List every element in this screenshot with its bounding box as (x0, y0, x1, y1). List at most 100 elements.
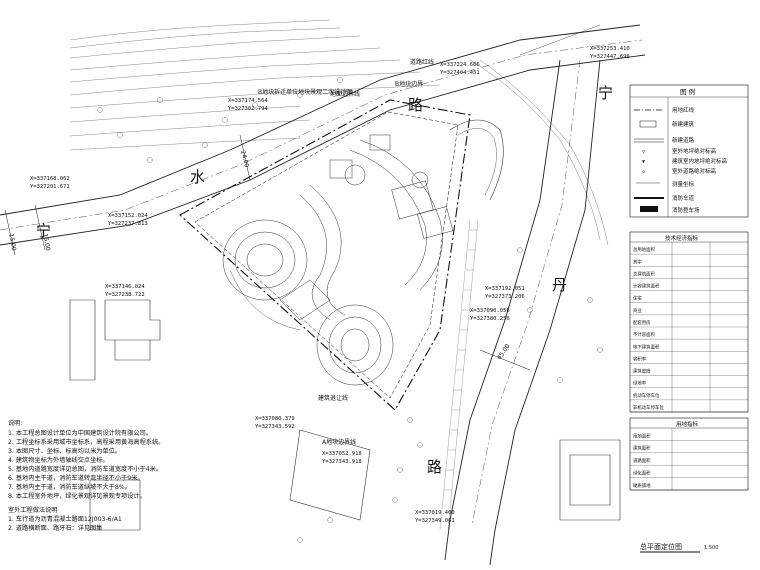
slope-strip (439, 219, 479, 531)
coord-x: X=337152.024 (108, 213, 148, 219)
table-row-label: 绿地率 (633, 380, 647, 387)
table-row-label: 总用地面积 (633, 246, 656, 253)
note-line: 1. 车行道为沥青混凝土路面12J003-6/A1 (8, 515, 122, 523)
legend-item: 新建道路 (672, 136, 695, 144)
table-row-label: 建筑密度 (633, 368, 651, 375)
dimension-value: 24.00 (239, 150, 250, 169)
notes-title: 说明: (8, 419, 22, 427)
table-row-label: 绿化面积 (633, 470, 651, 477)
coord-y: Y=327343.918 (322, 459, 362, 465)
notes-subtitle: 室外工程做法说明 (8, 506, 58, 514)
drawing-title: 总平面定位图 (640, 542, 682, 551)
coord-y: Y=327349.061 (415, 518, 455, 524)
note-line: 5. 基地内道路宽度详见总图，消防车道宽度不小于4米。 (8, 465, 162, 473)
notes-block: 说明: 1. 本工程总图设计单位为中国建筑设计院有限公司。 2. 工程坐标系采用… (8, 419, 164, 532)
label-plot-b-boundary: B地块边界 (395, 80, 423, 88)
land-table: 用地指标 (629, 417, 749, 491)
label-ground-boundary: 地面边界线 (330, 90, 360, 98)
coord-y: Y=327201.671 (30, 184, 70, 190)
road-name-top-middle: 路 (408, 96, 423, 114)
table-row-label: 建筑面积 (633, 445, 651, 452)
road-network (0, 24, 646, 566)
legend-item: 测量坐标 (672, 180, 695, 188)
table-row-label: 容积率 (633, 355, 647, 362)
legend-item: 室外地坪绝对标高 (672, 147, 717, 155)
note-line: 1. 本工程总图设计单位为中国建筑设计院有限公司。 (8, 429, 152, 437)
table-row-label: 住宅 (633, 295, 642, 302)
note-line: 3. 本图尺寸、坐标、标高均以米为单位。 (8, 447, 121, 455)
table-title: 技术经济指标 (665, 234, 699, 242)
neighbor-buildings (69, 299, 621, 531)
coord-x: X=337224.666 (440, 62, 480, 68)
note-line: 8. 本工程室外地坪，绿化景观详见景观专项设计。 (8, 492, 146, 500)
site-internal-layout (222, 119, 504, 386)
label-building-setback: 建筑退让线 (318, 394, 348, 402)
coord-x: X=337090.056 (470, 308, 510, 314)
coord-y: Y=327404.451 (440, 70, 480, 76)
table-row-label: 用地面积 (633, 432, 651, 439)
legend-item: 消防登车场 (672, 206, 700, 214)
coord-y: Y=327380.256 (470, 316, 510, 322)
table-row-label: 总建筑面积 (633, 270, 656, 277)
table-row-label: 道路面积 (633, 457, 651, 464)
table-row-label: 机动车停车位 (633, 392, 660, 399)
coord-x: X=337080.379 (255, 416, 295, 422)
legend-item: 建筑室内地坪绝对标高 (672, 157, 728, 165)
coord-y: Y=327238.722 (105, 292, 145, 298)
road-name-left-bottom: 宁 (36, 222, 51, 240)
note-line: 4. 建筑物坐标为外墙轴线交点坐标。 (8, 456, 109, 464)
note-line: 2. 道路横断面、路牙石：详见图集 (8, 524, 103, 532)
road-name-right-middle: 丹 (552, 276, 567, 294)
coord-x: X=337168.062 (30, 176, 70, 182)
coord-y: Y=327447.696 (590, 54, 630, 60)
coordinate-labels: X=337253.410 Y=327447.696 X=337168.062 Y… (30, 46, 630, 524)
table-row-label: 商业 (633, 307, 642, 314)
legend-title: 图 例 (680, 87, 695, 96)
legend-symbol: ▼ (642, 159, 645, 165)
coord-x: X=337052.918 (322, 451, 362, 457)
coord-x: X=337253.410 (590, 46, 630, 52)
legend-symbol: ◇ (642, 169, 645, 175)
drawing-title-block: 总平面定位图 1:500 (640, 542, 718, 553)
legend-item: 室外道路绝对标高 (672, 167, 717, 175)
legend-panel: 图 例 用地红线 新建建筑 新建道路 ▽ 室外地坪绝对标高 ▼ 建筑室内地坪绝对… (629, 84, 749, 218)
coord-y: Y=327237.813 (108, 221, 148, 227)
label-plot-a-boundary: A地块边界线 (322, 438, 356, 446)
coord-y: Y=327343.592 (255, 424, 295, 430)
table-row-label: 非机动车停车位 (633, 404, 664, 411)
coord-x: X=337019.400 (415, 510, 455, 516)
coord-x: X=337174.564 (228, 98, 268, 104)
table-row-label: 计容建筑面积 (633, 283, 660, 290)
drawing-scale: 1:500 (704, 545, 718, 551)
table-row-label: 其中 (633, 258, 642, 265)
dimension-lines (4, 134, 531, 371)
table-row-label: 配套用房 (633, 319, 651, 326)
note-line: 7. 基地内主干道，消防车道纵坡不大于8%。 (8, 483, 131, 491)
table-title: 用地指标 (676, 420, 699, 428)
coord-y: Y=327373.206 (485, 294, 525, 300)
road-name-left-top: 水 (190, 168, 205, 186)
legend-item: 用地红线 (672, 106, 695, 114)
table-row-label: 不计容面积 (633, 331, 656, 338)
terrain-hatching (69, 19, 609, 246)
site-boundary (179, 99, 471, 411)
legend-item: 消防车道 (672, 194, 695, 202)
note-line: 6. 基地内主干道，消防车道转弯半径不小于9米。 (8, 474, 144, 482)
tree-symbols (97, 77, 603, 543)
coord-y: Y=327302.794 (228, 106, 268, 112)
road-name-right-bottom: 路 (427, 458, 442, 476)
tech-table-rows: 总用地面积其中总建筑面积计容建筑面积住宅商业配套用房不计容面积地下建筑面积容积率… (630, 246, 748, 413)
note-line: 2. 工程坐标系采用城市坐标系，高程采用黄海高程系统。 (8, 438, 164, 446)
road-name-right-top: 宁 (598, 84, 613, 102)
legend-symbol: ▽ (642, 149, 645, 155)
label-road-red-line: 道路红线 (410, 58, 434, 66)
dimension-value: 15.00 (7, 233, 17, 251)
legend-item: 新建建筑 (672, 120, 695, 128)
coord-x: X=337192.051 (485, 286, 525, 292)
table-row-label: 硬质铺地 (633, 482, 651, 489)
table-row-label: 地下建筑面积 (633, 343, 660, 350)
coord-x: X=337146.024 (105, 284, 145, 290)
label-plot-b-design: B地块拆迁单位地块景观二次设计图 (258, 88, 352, 96)
